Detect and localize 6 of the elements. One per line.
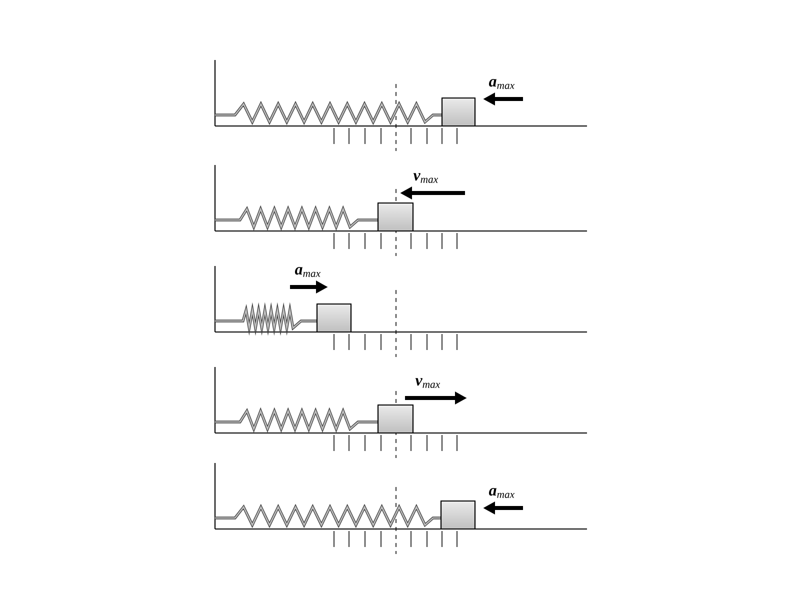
vector-label: v$_{max}$ [413, 173, 438, 183]
mass-block [377, 202, 414, 232]
mass-block [440, 500, 476, 530]
mass-block [441, 97, 476, 127]
mass-block [377, 404, 414, 434]
mass-block [316, 303, 352, 333]
